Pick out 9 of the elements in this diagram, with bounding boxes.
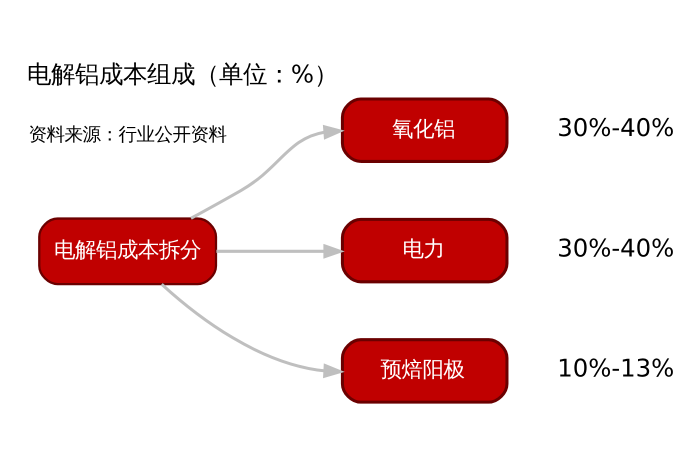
arrow	[190, 124, 345, 220]
diagram-title: 电解铝成本组成（单位：%）	[26, 59, 338, 88]
arrow	[160, 282, 345, 378]
arrow	[216, 243, 345, 258]
label: 资料来源：行业公开资料	[28, 124, 227, 145]
node-box: 电解铝成本拆分	[38, 216, 218, 285]
node-label: 30%-40%	[557, 232, 674, 262]
node-label: 30%-40%	[557, 112, 674, 142]
node-label: 10%-13%	[557, 353, 674, 382]
